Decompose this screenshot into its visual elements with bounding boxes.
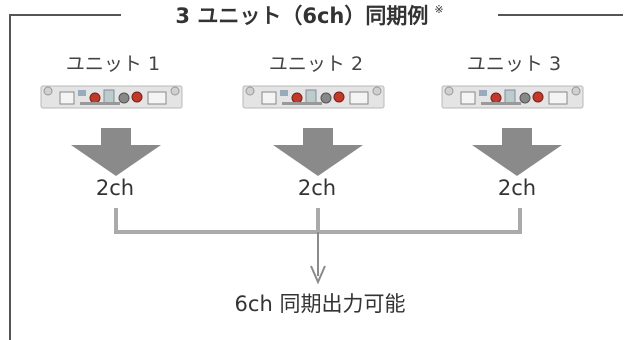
down-arrow-icon-3 xyxy=(472,128,562,176)
unit-channels-2: 2ch xyxy=(297,176,337,200)
frame-top-right-line xyxy=(498,14,623,16)
diagram-title: 3 ユニット（6ch）同期例 ※ xyxy=(121,0,498,30)
unit-module-image-1 xyxy=(40,85,183,109)
unit-module-image-3 xyxy=(441,85,584,109)
frame-top-left-line xyxy=(9,14,121,16)
unit-label-1: ユニット 1 xyxy=(65,53,161,75)
down-arrow-icon-1 xyxy=(71,128,161,176)
result-label: 6ch 同期出力可能 xyxy=(234,292,406,316)
unit-label-2: ユニット 2 xyxy=(268,53,364,75)
frame-left-line xyxy=(9,14,11,340)
unit-label-3: ユニット 3 xyxy=(466,53,562,75)
unit-channels-1: 2ch xyxy=(95,176,135,200)
title-note-mark: ※ xyxy=(434,2,444,16)
down-arrow-icon-2 xyxy=(273,128,363,176)
combine-connector xyxy=(114,208,522,285)
title-text: 3 ユニット（6ch）同期例 xyxy=(175,4,429,28)
unit-module-image-2 xyxy=(242,85,385,109)
unit-channels-3: 2ch xyxy=(497,176,537,200)
